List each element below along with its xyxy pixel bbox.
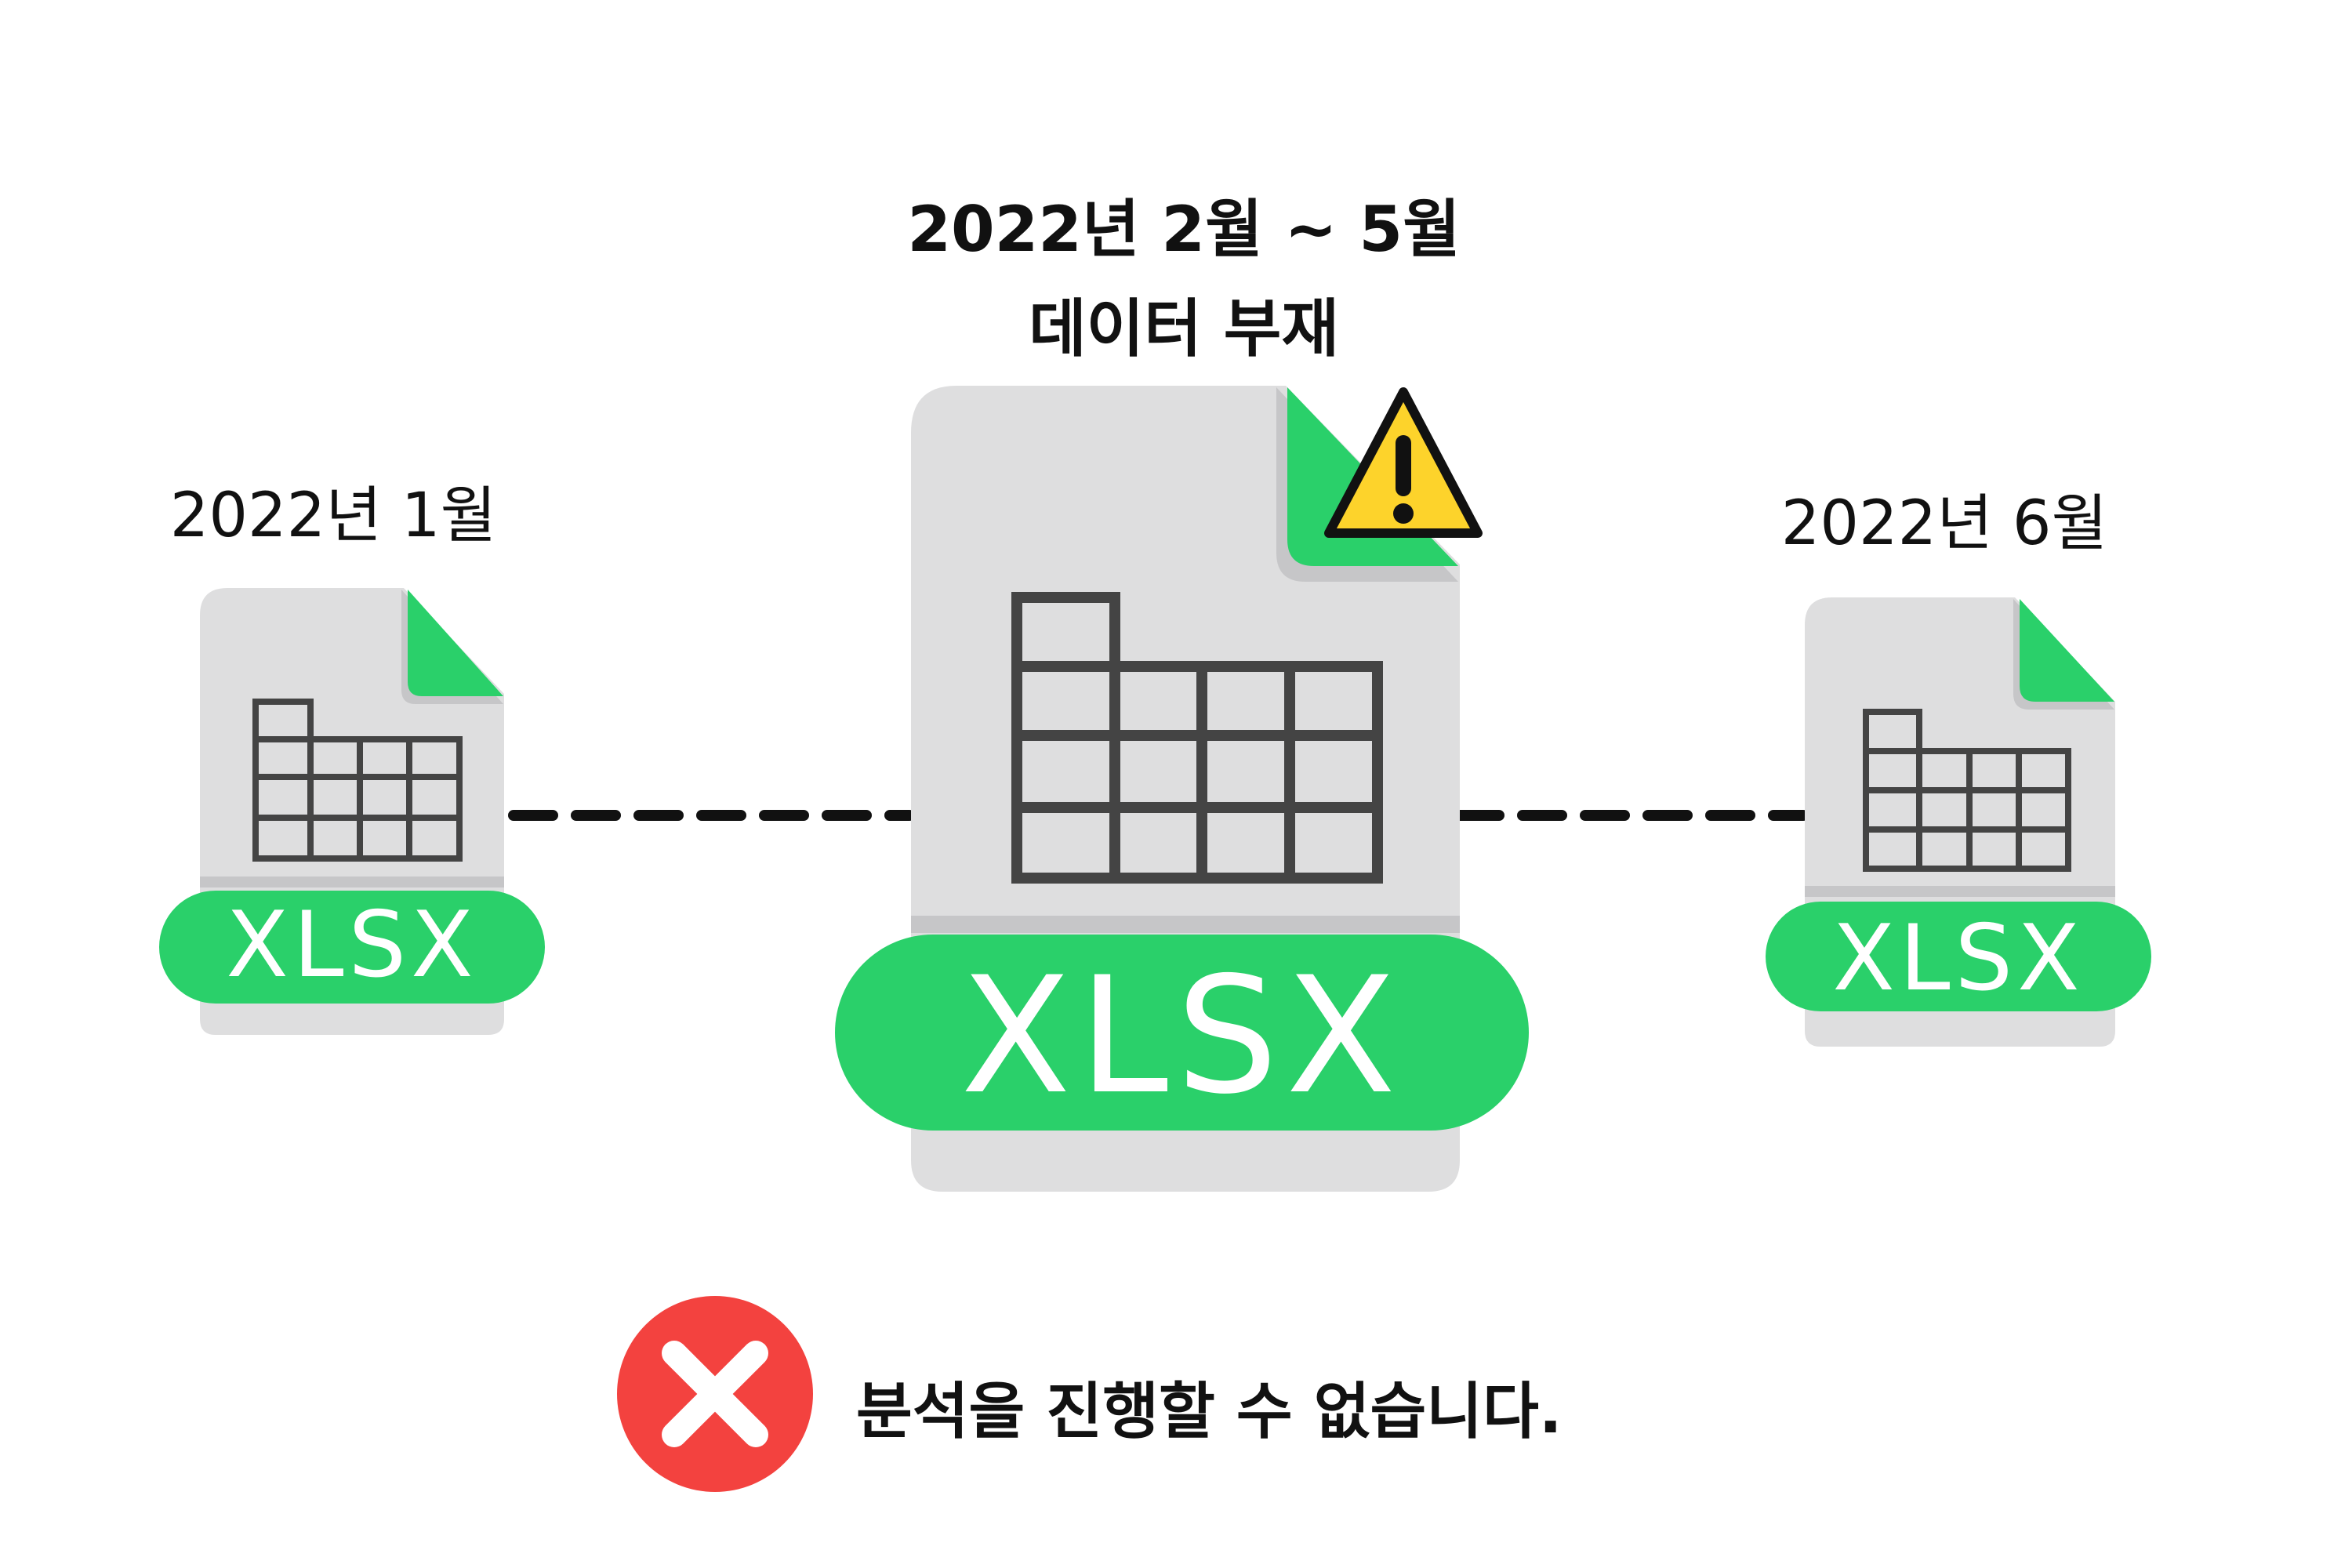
xlsx-badge-left: XLSX xyxy=(226,892,477,998)
spreadsheet-grid-icon xyxy=(1863,709,2071,872)
label-january: 2022년 1월 xyxy=(169,481,497,551)
label-missing-status: 데이터 부재 xyxy=(1029,292,1339,365)
label-missing-range: 2022년 2월 ~ 5월 xyxy=(907,193,1461,266)
xlsx-badge-right: XLSX xyxy=(1832,906,2084,1011)
spreadsheet-grid-icon xyxy=(1011,592,1383,884)
error-message: 분석을 진행할 수 없습니다. xyxy=(856,1377,1563,1447)
label-june: 2022년 6월 xyxy=(1780,488,2108,559)
spreadsheet-file-icon xyxy=(1766,597,2151,1047)
xlsx-badge-center: XLSX xyxy=(960,943,1403,1130)
spreadsheet-file-icon xyxy=(159,588,545,1035)
spreadsheet-grid-icon xyxy=(252,699,463,862)
error-x-circle-icon xyxy=(617,1296,813,1492)
warning-triangle-icon xyxy=(1324,387,1483,538)
